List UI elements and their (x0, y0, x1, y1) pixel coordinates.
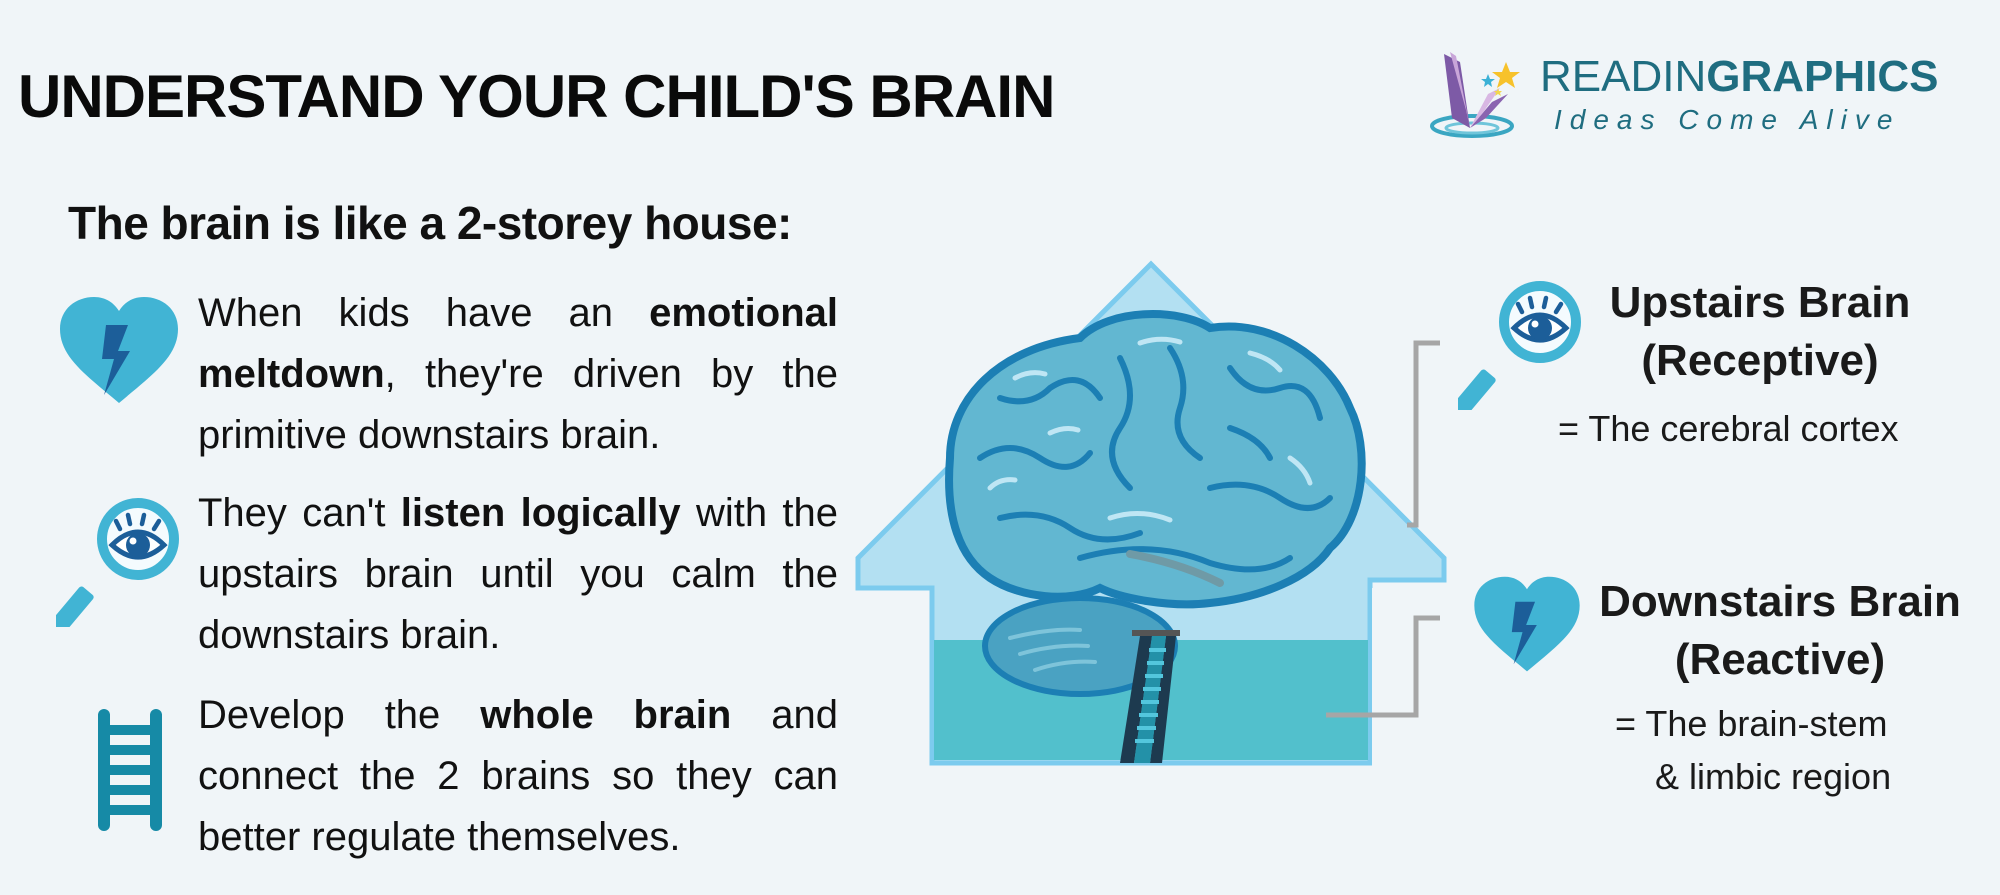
ladder-graphic (1120, 630, 1180, 763)
logo-word-bold: GRAPHICS (1706, 52, 1939, 101)
logo-tagline: Ideas Come Alive (1554, 104, 1901, 135)
text-run-bold: whole brain (480, 693, 732, 737)
text-run-bold: listen logically (400, 491, 681, 535)
downstairs-title-line1: Downstairs Brain (1599, 577, 1961, 626)
brain-in-house-illustration (855, 260, 1447, 768)
magnifier-eye-icon (56, 498, 179, 627)
point-text: They can't listen logically with the ups… (198, 483, 838, 666)
book-butterfly-logo-icon (1430, 52, 1520, 138)
text-run: with the upstairs brain until you calm t… (198, 491, 838, 657)
heart-lightning-icon (60, 297, 178, 403)
text-run: When kids have an (198, 291, 650, 335)
heart-lightning-icon (1474, 576, 1580, 672)
magnifier-eye-icon (1458, 281, 1581, 410)
point-text: When kids have an emotional meltdown, th… (198, 283, 838, 466)
upstairs-brain-desc: = The cerebral cortex (1558, 408, 1899, 449)
text-run: and connect the 2 brains so they can bet… (198, 693, 839, 859)
logo-word-light: READIN (1540, 52, 1707, 101)
text-run-bold: emotional meltdown (198, 291, 838, 396)
text-run: , they're driven by the primitive downst… (198, 352, 838, 457)
label-connectors (1326, 340, 1440, 718)
upstairs-title-line1: Upstairs Brain (1609, 278, 1911, 327)
readinggraphics-logo: READINGRAPHICS Ideas Come Alive (1430, 48, 1950, 148)
downstairs-brain-title: Downstairs Brain (Reactive) (1590, 573, 1970, 689)
downstairs-title-line2: (Reactive) (1674, 635, 1886, 684)
text-run: Develop the (198, 693, 481, 737)
ladder-icon (98, 709, 162, 831)
page-title: UNDERSTAND YOUR CHILD'S BRAIN (18, 63, 1055, 130)
point-text: Develop the whole brain and connect the … (198, 685, 838, 868)
downstairs-brain-desc-2: & limbic region (1655, 756, 1892, 797)
upstairs-brain-title: Upstairs Brain (Receptive) (1590, 274, 1930, 390)
logo-wordmark: READINGRAPHICS (1540, 52, 1939, 102)
upstairs-title-line2: (Receptive) (1641, 336, 1879, 385)
text-run: They can't (198, 491, 401, 535)
intro-heading: The brain is like a 2-storey house: (68, 197, 792, 249)
downstairs-brain-desc-1: = The brain-stem (1615, 703, 1888, 744)
